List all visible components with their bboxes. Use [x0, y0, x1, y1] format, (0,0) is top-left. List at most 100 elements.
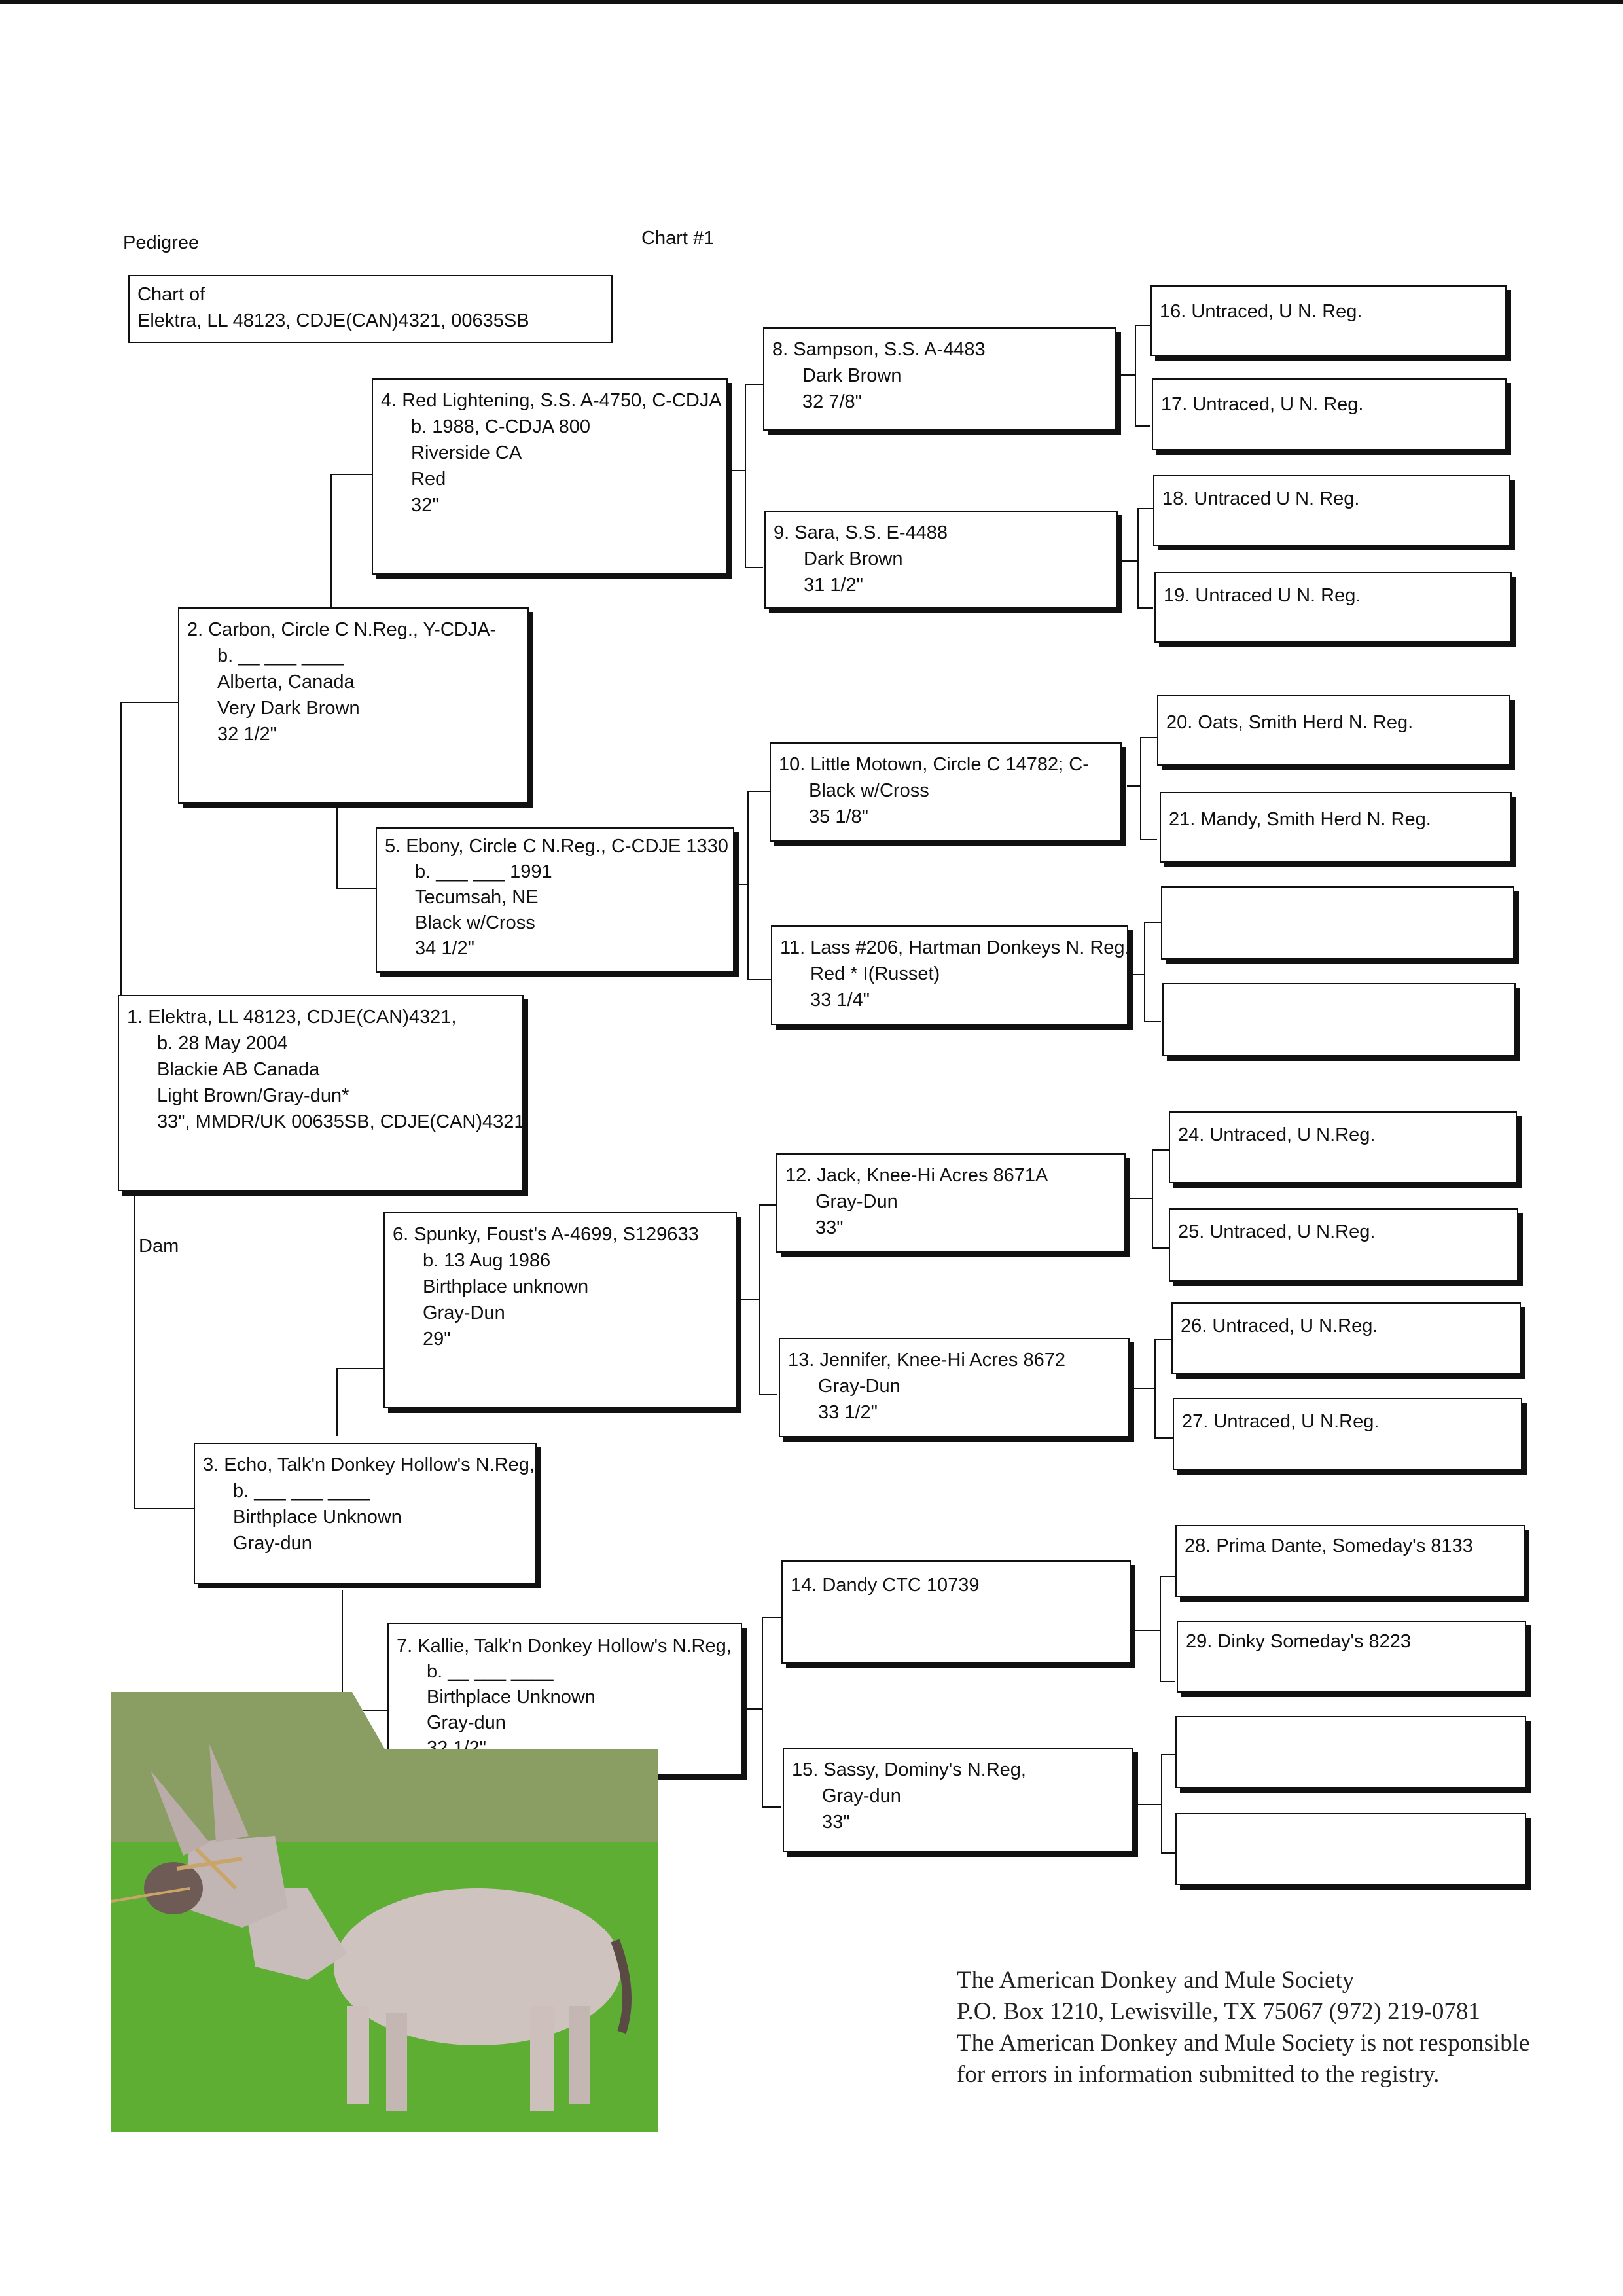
animal-name: 21. Mandy, Smith Herd N. Reg. [1169, 809, 1431, 830]
connector [747, 791, 770, 792]
animal-color: Light Brown/Gray-dun* [157, 1085, 349, 1106]
connector [737, 1299, 759, 1300]
animal-box-1: 1. Elektra, LL 48123, CDJE(CAN)4321, b. … [118, 995, 524, 1191]
animal-color: Gray-dun [233, 1533, 312, 1554]
animal-color: Gray-Dun [423, 1302, 505, 1323]
connector [762, 1806, 781, 1808]
animal-name: 1. Elektra, LL 48123, CDJE(CAN)4321, [127, 1007, 457, 1028]
animal-height: 33" [815, 1217, 844, 1238]
animal-box-9: 9. Sara, S.S. E-4488 Dark Brown 31 1/2" [764, 511, 1118, 609]
connector [745, 384, 746, 567]
connector [134, 1508, 194, 1509]
donkey-illustration [111, 1692, 658, 2132]
animal-name: 5. Ebony, Circle C N.Reg., C-CDJE 1330 [385, 836, 728, 857]
animal-box-16: 16. Untraced, U N. Reg. [1150, 285, 1507, 356]
animal-box-27: 27. Untraced, U N.Reg. [1173, 1398, 1522, 1470]
connector [1161, 1754, 1162, 1852]
animal-height: 33 1/4" [810, 990, 870, 1011]
connector [1135, 325, 1150, 326]
connector [1144, 922, 1145, 1021]
animal-name: 13. Jennifer, Knee-Hi Acres 8672 [788, 1350, 1065, 1371]
animal-height: 32" [411, 495, 439, 516]
footer-disclaimer: The American Donkey and Mule Society is … [957, 2030, 1530, 2056]
connector [747, 979, 771, 980]
connector [762, 1617, 781, 1618]
animal-box-12: 12. Jack, Knee-Hi Acres 8671A Gray-Dun 3… [776, 1153, 1126, 1253]
animal-box-25: 25. Untraced, U N.Reg. [1169, 1208, 1518, 1282]
chart-number-label: Chart #1 [641, 228, 715, 249]
connector [1130, 1388, 1154, 1389]
connector [1152, 1149, 1153, 1247]
animal-box-19: 19. Untraced U N. Reg. [1154, 572, 1512, 643]
animal-box-18: 18. Untraced U N. Reg. [1153, 475, 1510, 546]
pedigree-label: Pedigree [123, 232, 200, 253]
animal-name: 20. Oats, Smith Herd N. Reg. [1166, 712, 1414, 733]
connector [1161, 1754, 1177, 1755]
animal-birthplace: Tecumsah, NE [415, 887, 539, 908]
connector [728, 470, 745, 471]
animal-name: 3. Echo, Talk'n Donkey Hollow's N.Reg, [203, 1454, 535, 1475]
animal-box-14: 14. Dandy CTC 10739 [781, 1560, 1131, 1664]
animal-name: 24. Untraced, U N.Reg. [1178, 1124, 1376, 1145]
animal-name: 9. Sara, S.S. E-4488 [774, 522, 948, 543]
animal-birthplace: Alberta, Canada [217, 672, 355, 692]
animal-name: 12. Jack, Knee-Hi Acres 8671A [785, 1165, 1048, 1186]
connector [1154, 1339, 1173, 1340]
connector [336, 888, 376, 889]
connector [1160, 1576, 1161, 1681]
animal-name: 26. Untraced, U N.Reg. [1181, 1316, 1378, 1336]
animal-name: 10. Little Motown, Circle C 14782; C- [779, 754, 1089, 775]
animal-birthplace: Birthplace Unknown [427, 1687, 596, 1708]
animal-name: 19. Untraced U N. Reg. [1164, 585, 1361, 606]
animal-box-10: 10. Little Motown, Circle C 14782; C- Bl… [770, 742, 1122, 842]
animal-box-8: 8. Sampson, S.S. A-4483 Dark Brown 32 7/… [763, 327, 1116, 431]
animal-box-31 [1175, 1813, 1526, 1885]
connector [1126, 1198, 1152, 1199]
animal-name: 18. Untraced U N. Reg. [1162, 488, 1360, 509]
animal-birth: b. 13 Aug 1986 [423, 1250, 551, 1271]
connector [762, 1617, 763, 1806]
connector [742, 1708, 762, 1710]
dam-label: Dam [139, 1236, 179, 1257]
animal-box-24: 24. Untraced, U N.Reg. [1169, 1111, 1517, 1183]
connector [1152, 1149, 1169, 1151]
donkey-photo [111, 1692, 658, 2132]
connector [747, 791, 749, 979]
animal-name: 27. Untraced, U N.Reg. [1182, 1411, 1380, 1432]
connector [759, 1394, 777, 1395]
animal-birth: b. 1988, C-CDJA 800 [411, 416, 591, 437]
connector [1154, 1339, 1156, 1437]
animal-box-6: 6. Spunky, Foust's A-4699, S129633 b. 13… [383, 1212, 737, 1408]
connector [1135, 325, 1136, 425]
animal-box-3: 3. Echo, Talk'n Donkey Hollow's N.Reg, b… [194, 1443, 537, 1584]
connector [1144, 1021, 1161, 1022]
connector [1140, 737, 1157, 738]
connector [330, 474, 372, 475]
animal-birth: b. 28 May 2004 [157, 1033, 288, 1054]
animal-height: 32 1/2" [217, 724, 277, 745]
connector [1160, 1576, 1175, 1577]
registry-footer: The American Donkey and Mule Society P.O… [957, 1965, 1529, 2090]
chart-of-box: Chart of Elektra, LL 48123, CDJE(CAN)432… [128, 275, 613, 343]
animal-box-2: 2. Carbon, Circle C N.Reg., Y-CDJA- b. _… [178, 607, 529, 804]
connector [745, 567, 763, 568]
connector [1161, 1852, 1177, 1854]
animal-birthplace: Blackie AB Canada [157, 1059, 320, 1080]
animal-height: 32 7/8" [802, 391, 862, 412]
chart-of-subject: Elektra, LL 48123, CDJE(CAN)4321, 00635S… [137, 310, 529, 331]
connector [1137, 508, 1153, 509]
animal-name: 6. Spunky, Foust's A-4699, S129633 [393, 1224, 699, 1245]
animal-birth: b. __ ___ ____ [427, 1661, 554, 1682]
animal-box-17: 17. Untraced, U N. Reg. [1152, 378, 1507, 450]
animal-name: 2. Carbon, Circle C N.Reg., Y-CDJA- [187, 619, 497, 640]
animal-height: 35 1/8" [809, 806, 868, 827]
connector [745, 384, 763, 385]
footer-disclaimer-cont: for errors in information submitted to t… [957, 2061, 1440, 2088]
animal-birthplace: Riverside CA [411, 442, 522, 463]
animal-box-15: 15. Sassy, Dominy's N.Reg, Gray-dun 33" [783, 1748, 1133, 1852]
animal-birth: b. __ ___ ____ [217, 645, 344, 666]
animal-box-23 [1162, 983, 1516, 1056]
animal-name: 7. Kallie, Talk'n Donkey Hollow's N.Reg, [397, 1636, 732, 1657]
connector [1140, 737, 1141, 839]
connector [1130, 974, 1144, 975]
